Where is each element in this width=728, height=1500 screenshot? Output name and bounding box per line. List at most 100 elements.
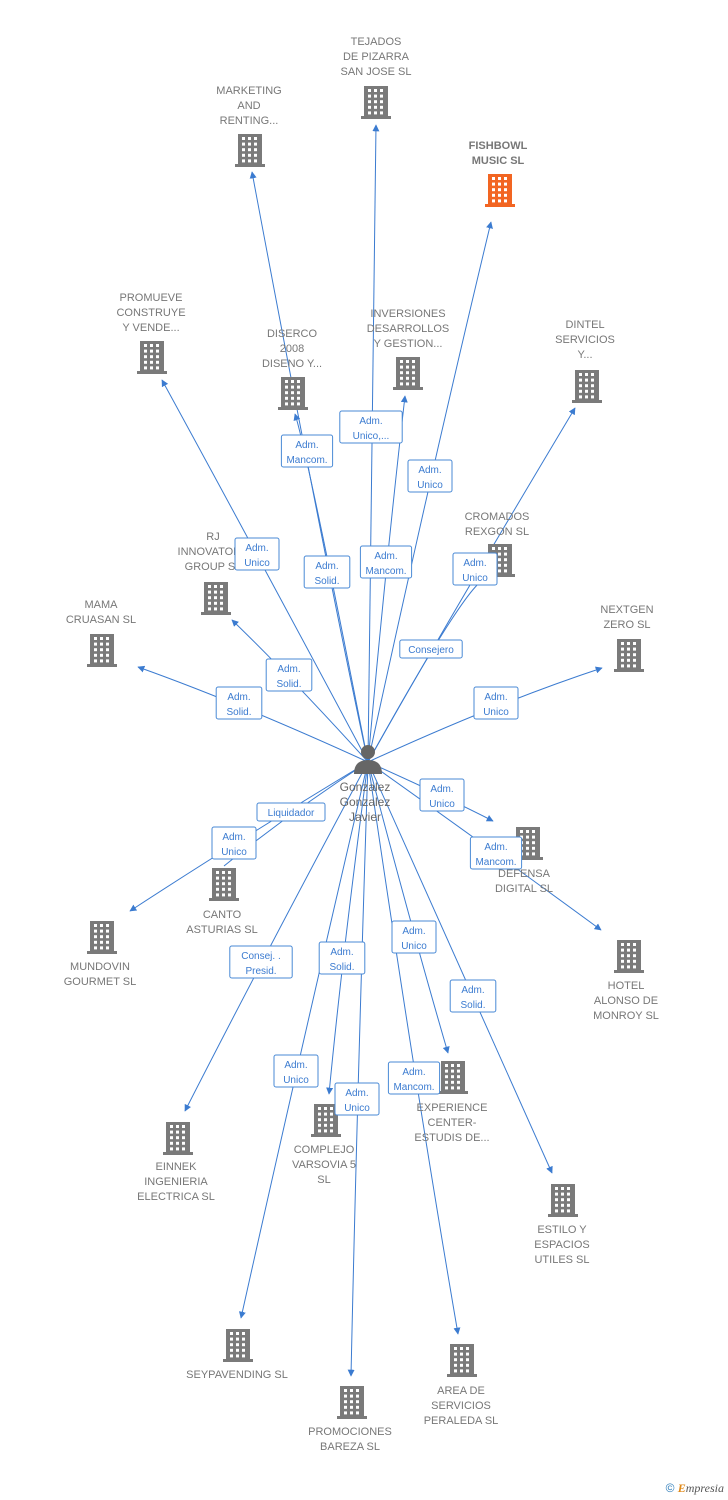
- company-label-line: HOTEL: [608, 980, 645, 992]
- relation-label-text: Adm.: [245, 543, 268, 554]
- relation-labels-layer: Adm.Mancom.Adm.Unico,...Adm.UnicoAdm.Uni…: [211, 410, 523, 1116]
- company-node-seypavending[interactable]: SEYPAVENDING SL: [186, 1329, 288, 1381]
- relation-label-inversiones[interactable]: Adm. Mancom.: [359, 545, 413, 579]
- relation-edge-area: [367, 761, 461, 1335]
- company-label-line: MAMA: [85, 599, 119, 611]
- company-label-line: Y GESTION...: [374, 338, 443, 350]
- company-node-mama[interactable]: MAMA CRUASAN SL: [66, 599, 136, 667]
- company-label-line: CANTO: [203, 909, 242, 921]
- company-label-line: AND: [237, 100, 260, 112]
- company-label-line: CENTER-: [428, 1117, 477, 1129]
- company-node-marketing[interactable]: MARKETINGANDRENTING...: [216, 85, 282, 167]
- relation-label-seypavending[interactable]: Adm.Unico: [273, 1054, 319, 1088]
- company-label-line: CRUASAN SL: [66, 614, 136, 626]
- relation-label-text: Unico: [429, 799, 455, 810]
- relation-label-diserco[interactable]: Adm.Mancom.: [280, 434, 334, 468]
- company-label-line: ALONSO DE: [594, 995, 658, 1007]
- relation-label-tejados[interactable]: Adm.Unico,...: [339, 410, 403, 444]
- company-label-line: CROMADOS: [465, 511, 530, 523]
- company-node-mundovin[interactable]: MUNDOVIN GOURMET SL: [64, 921, 137, 988]
- building-icon: [548, 1184, 578, 1217]
- relation-label-marketing[interactable]: Adm.Solid.: [303, 555, 351, 589]
- building-icon: [87, 921, 117, 954]
- building-icon: [163, 1122, 193, 1155]
- relation-label-text: Adm.: [315, 561, 338, 572]
- relation-label-text: Adm.: [374, 551, 397, 562]
- relation-label-text: Unico: [221, 847, 247, 858]
- company-label-line: INNOVATORS: [178, 546, 249, 558]
- relation-label-text: Unico,...: [353, 431, 390, 442]
- building-icon: [572, 370, 602, 403]
- relation-label-text: Adm.: [227, 692, 250, 703]
- company-node-dintel[interactable]: DINTELSERVICIOSY...: [555, 319, 615, 403]
- relation-label-fishbowl[interactable]: Adm.Unico: [407, 459, 453, 493]
- relation-label-text: Solid.: [329, 962, 354, 973]
- company-label-line: GOURMET SL: [64, 976, 137, 988]
- company-label-line: Y...: [577, 349, 592, 361]
- relation-label-promociones[interactable]: Adm.Unico: [334, 1082, 380, 1116]
- relation-label-nextgen[interactable]: Adm.Unico: [473, 686, 519, 720]
- company-label-line: RJ: [206, 531, 219, 543]
- relation-label-text: Adm.: [402, 1067, 425, 1078]
- company-label-line: MONROY SL: [593, 1010, 659, 1022]
- company-label-line: MUNDOVIN: [70, 961, 130, 973]
- relation-label-complejo[interactable]: Adm. Solid.: [318, 941, 366, 975]
- building-icon: [137, 341, 167, 374]
- relation-label-text: Unico: [483, 707, 509, 718]
- relation-label-text: Consejero: [408, 645, 454, 656]
- relation-label-text: Presid.: [245, 966, 276, 977]
- relation-label-einnek[interactable]: Consej. . Presid.: [229, 945, 293, 979]
- relation-label-text: Adm.: [330, 947, 353, 958]
- company-node-hotel[interactable]: HOTEL ALONSO DE MONROY SL: [593, 940, 659, 1022]
- person-name-line: Javier: [349, 810, 381, 824]
- relation-label-text: Solid.: [460, 1000, 485, 1011]
- relation-label-promueve[interactable]: Adm.Unico: [234, 537, 280, 571]
- relation-label-estilo[interactable]: Adm.Solid.: [449, 979, 497, 1013]
- relation-label-area[interactable]: Adm.Mancom.: [387, 1061, 441, 1095]
- relation-label-mama[interactable]: Adm.Solid.: [215, 686, 263, 720]
- copyright-symbol: ©: [665, 1481, 675, 1495]
- company-label-line: DISENO Y...: [262, 358, 322, 370]
- relation-edge-diserco: [293, 413, 369, 763]
- relation-label-experience[interactable]: Adm.Unico: [391, 920, 437, 954]
- relation-label-text: Adm.: [418, 465, 441, 476]
- relation-label-text: Unico: [283, 1075, 309, 1086]
- company-label-line: NEXTGEN: [600, 604, 653, 616]
- relation-label-canto[interactable]: Liquidador: [256, 802, 326, 822]
- relation-label-text: Solid.: [276, 679, 301, 690]
- relation-label-dintel[interactable]: Consejero: [399, 639, 463, 659]
- company-label-line: PROMOCIONES: [308, 1426, 392, 1438]
- relation-label-text: Unico: [344, 1103, 370, 1114]
- relation-label-cromados[interactable]: Adm.Unico: [452, 552, 498, 586]
- company-label-line: RENTING...: [220, 115, 279, 127]
- company-label-line: 2008: [280, 343, 304, 355]
- relation-label-text: Consej. .: [241, 951, 280, 962]
- footer-brand[interactable]: © Empresia: [666, 1481, 724, 1496]
- relation-label-defensa[interactable]: Adm.Unico: [419, 778, 465, 812]
- company-label-line: SERVICIOS: [431, 1400, 491, 1412]
- relation-label-text: Mancom.: [365, 566, 406, 577]
- building-icon: [235, 134, 265, 167]
- relation-label-rj[interactable]: Adm.Solid.: [265, 658, 313, 692]
- relation-label-text: Adm.: [295, 440, 318, 451]
- relation-label-mundovin[interactable]: Adm.Unico: [211, 826, 257, 860]
- relation-edge-cromados: [367, 573, 488, 763]
- relation-label-hotel[interactable]: Adm.Mancom.: [469, 836, 523, 870]
- company-label-line: INVERSIONES: [370, 308, 445, 320]
